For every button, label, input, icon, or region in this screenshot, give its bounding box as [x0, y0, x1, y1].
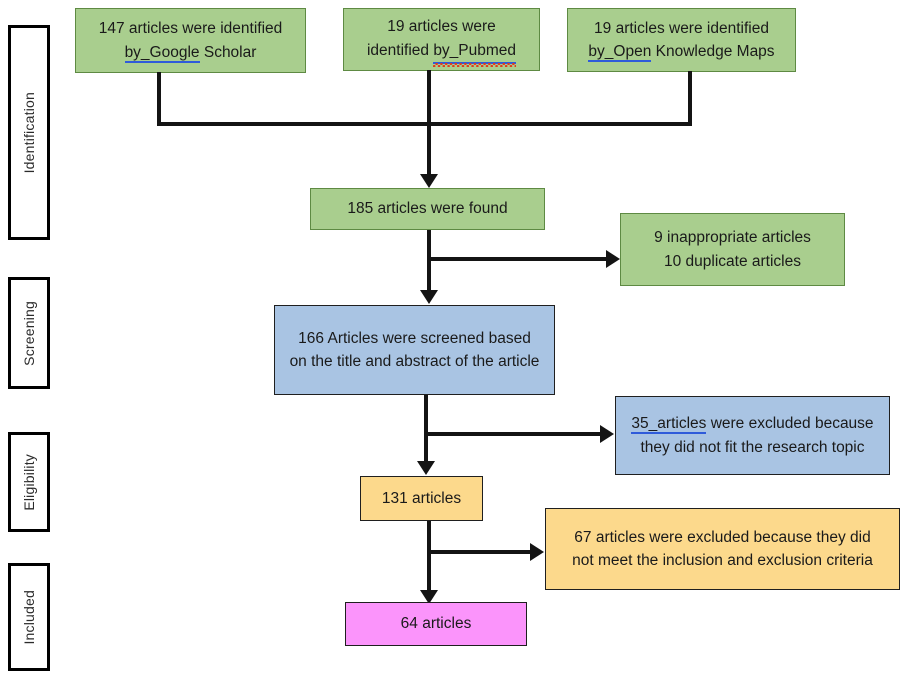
source-google-scholar-line2: by_Google Scholar: [124, 41, 257, 64]
source-pubmed-line2: identified by_Pubmed: [366, 39, 517, 68]
connector-eligible-to-included: [427, 521, 431, 593]
source-box-google-scholar: 147 articles were identified by_Google S…: [75, 8, 306, 73]
node-found-exclusions: 9 inappropriate articles 10 duplicate ar…: [620, 213, 845, 286]
arrowhead-found-exclusion: [606, 250, 620, 268]
stage-label-included-text: Included: [21, 589, 37, 645]
arrowhead-screened-to-eligible: [417, 461, 435, 475]
arrowhead-eligible-to-included: [420, 590, 438, 604]
stage-label-identification-text: Identification: [21, 91, 37, 174]
stage-label-eligibility: Eligibility: [8, 432, 50, 532]
node-screened-line1: 166 Articles were screened based: [298, 329, 531, 347]
node-eligible-text: 131 articles: [381, 489, 462, 507]
eligible-exclusion-line1: 67 articles were excluded because they d…: [574, 528, 871, 546]
source-okm-line2: by_Open Knowledge Maps: [588, 40, 775, 63]
source-box-open-knowledge-maps: 19 articles were identified by_Open Know…: [567, 8, 796, 72]
screened-exclusion-line2: they did not fit the research topic: [640, 438, 865, 456]
connector-screened-to-eligible: [424, 395, 428, 463]
source-okm-line2-rest: Knowledge Maps: [651, 43, 775, 60]
arrowhead-found-to-screened: [420, 290, 438, 304]
connector-found-to-screened: [427, 230, 431, 292]
node-articles-screened: 166 Articles were screened based on the …: [274, 305, 555, 395]
source-pubmed-line2-prefix: identified: [366, 41, 434, 59]
grammar-underline-by-open: by_Open: [588, 43, 652, 62]
node-articles-included: 64 articles: [345, 602, 527, 646]
connector-pubmed-down: [427, 70, 431, 124]
node-articles-eligible: 131 articles: [360, 476, 483, 521]
stage-label-identification: Identification: [8, 25, 50, 240]
found-exclusion-line1: 9 inappropriate articles: [654, 229, 811, 247]
stage-label-eligibility-text: Eligibility: [21, 453, 37, 511]
connector-found-exclusion-branch: [427, 257, 610, 261]
source-pubmed-line1: 19 articles were: [387, 18, 496, 36]
stage-label-screening: Screening: [8, 277, 50, 389]
arrowhead-eligible-exclusion: [530, 543, 544, 561]
connector-google-down: [157, 72, 161, 124]
node-screened-line2: on the title and abstract of the article: [289, 353, 540, 370]
node-screened-exclusions: 35_articles were excluded because they d…: [615, 396, 890, 475]
connector-screened-exclusion-branch: [424, 432, 604, 436]
stage-label-included: Included: [8, 563, 50, 671]
node-articles-found-text: 185 articles were found: [347, 200, 508, 218]
node-eligible-exclusions: 67 articles were excluded because they d…: [545, 508, 900, 590]
stage-label-screening-text: Screening: [21, 300, 37, 366]
source-google-scholar-line1: 147 articles were identified: [98, 20, 283, 38]
grammar-underline-35-articles: 35_articles: [631, 415, 707, 435]
grammar-underline-by-pubmed: by_Pubmed: [433, 39, 517, 68]
grammar-underline-by-google: by_Google: [124, 43, 200, 63]
arrowhead-screened-exclusion: [600, 425, 614, 443]
connector-merge-bar: [157, 122, 692, 126]
arrowhead-merge-to-found: [420, 174, 438, 188]
eligible-exclusion-line2: not meet the inclusion and exclusion cri…: [572, 552, 873, 569]
source-box-pubmed: 19 articles were identified by_Pubmed: [343, 8, 540, 71]
node-articles-found: 185 articles were found: [310, 188, 545, 230]
found-exclusion-line2: 10 duplicate articles: [664, 252, 801, 270]
screened-exclusion-line1: 35_articles were excluded because: [631, 412, 874, 435]
connector-eligible-exclusion-branch: [427, 550, 534, 554]
source-okm-line1: 19 articles were identified: [594, 19, 769, 37]
node-included-text: 64 articles: [400, 615, 472, 633]
connector-merge-to-found: [427, 122, 431, 176]
screened-exclusion-line1-rest: were excluded because: [706, 415, 874, 433]
source-google-scholar-line2-rest: Scholar: [199, 43, 257, 61]
connector-okm-down: [688, 71, 692, 124]
